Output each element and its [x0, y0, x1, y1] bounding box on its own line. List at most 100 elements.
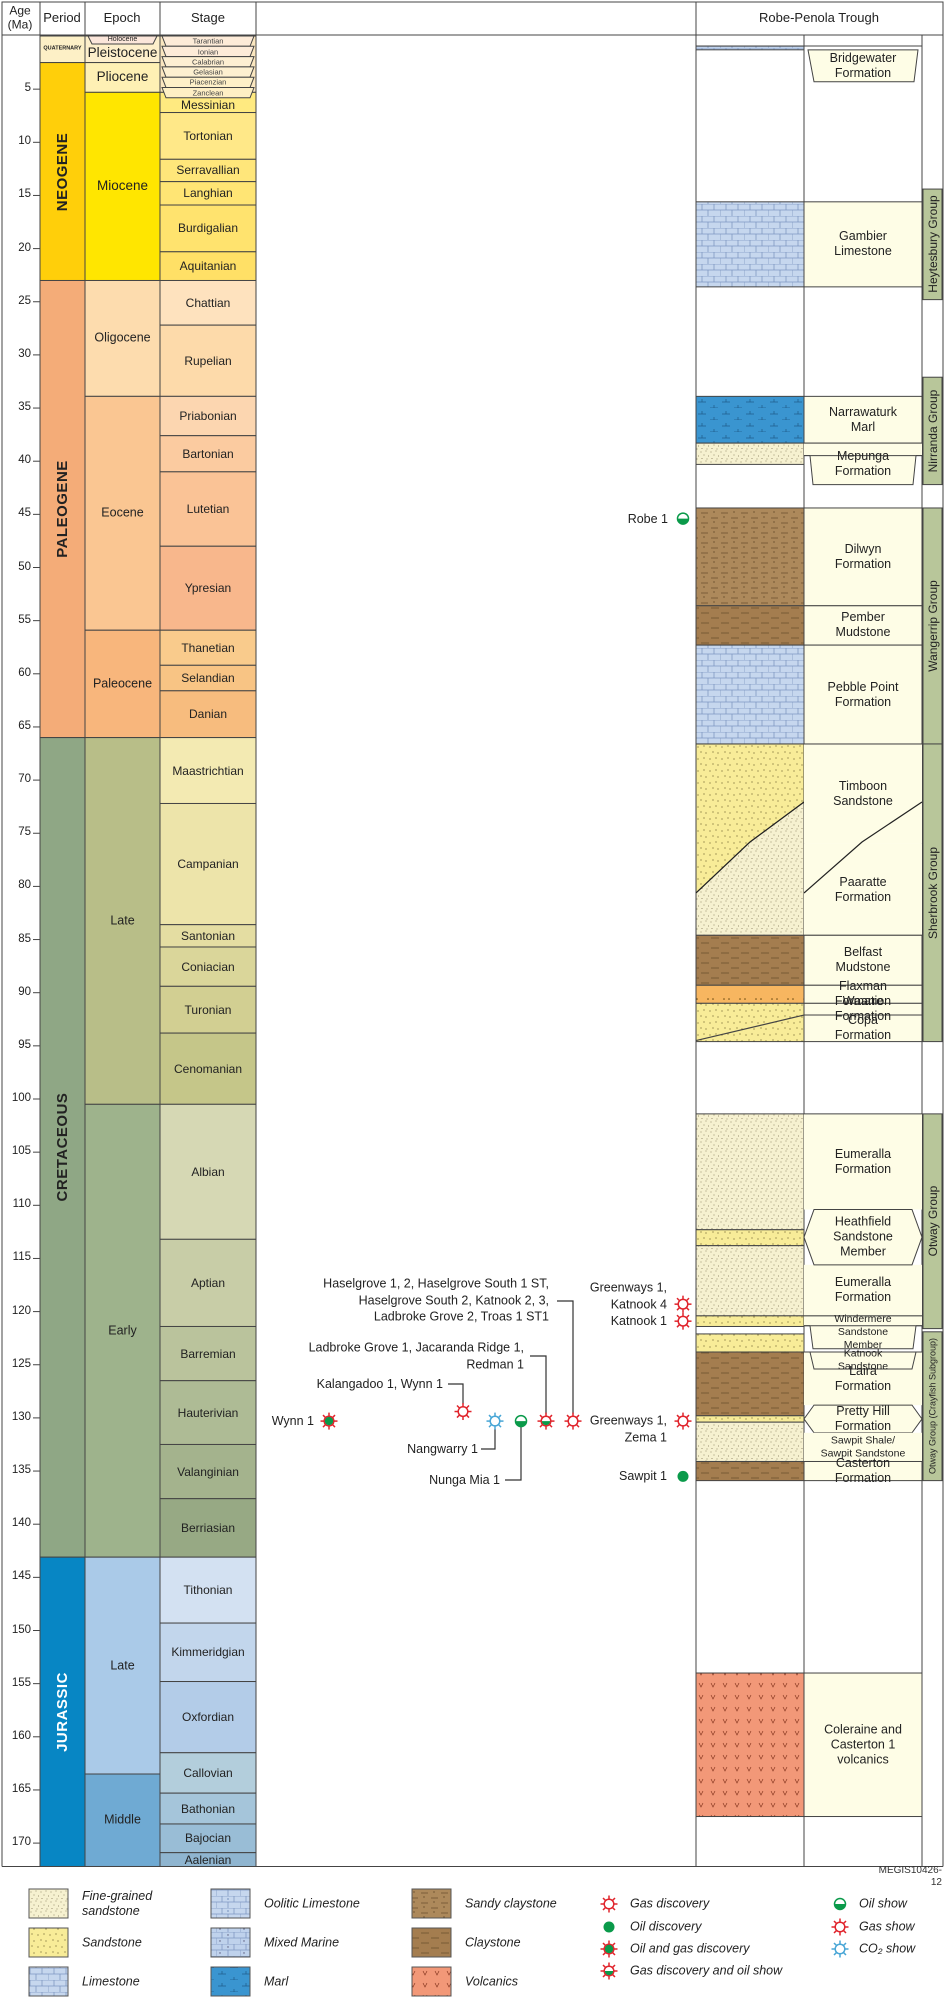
well-oil-show-icon: [514, 1414, 528, 1428]
group-label: Otway Group (Crayfish Subgroup): [927, 1338, 938, 1475]
lithology-volc: [695, 1672, 805, 1818]
lithology-clay: [695, 934, 805, 986]
stage-label: Campanian: [177, 856, 239, 871]
well-label: Greenways 1, Katnook 4: [589, 1280, 667, 1312]
group-box: [922, 1113, 943, 1330]
stage-label: Langhian: [183, 186, 233, 201]
well-label: Robe 1: [627, 511, 668, 526]
formation-label: Copa Formation: [834, 1013, 892, 1043]
age-tick-label: 115: [12, 1251, 31, 1264]
epoch-label: Oligocene: [94, 330, 151, 345]
age-tick-label: 50: [18, 560, 31, 573]
stage-label: Aquitanian: [179, 258, 237, 273]
stage-label: Hauterivian: [177, 1405, 239, 1420]
stage-box: [159, 1032, 257, 1105]
lithology-limestone: [695, 644, 805, 745]
formation-box: [804, 743, 922, 844]
epoch-label: Early: [108, 1323, 137, 1338]
formation-label: Flaxman Formation: [834, 979, 892, 1009]
period-paleogene: [39, 279, 86, 739]
epoch-box: [84, 91, 161, 281]
stage-label: Lutetian: [186, 501, 230, 516]
well-label: Nunga Mia 1: [429, 1472, 500, 1487]
stage-box: [159, 1752, 257, 1794]
stage-label: Priabonian: [179, 408, 237, 423]
age-tick-label: 120: [11, 1304, 31, 1317]
epoch-holocene: [87, 35, 158, 45]
formation-lens: [807, 49, 919, 83]
stage-box: [159, 279, 257, 326]
lithology-sand: [695, 1415, 805, 1423]
legend-label: Sandstone: [82, 1935, 142, 1949]
legend-gas-show-icon: [831, 1918, 849, 1936]
well-leader-line: [557, 1300, 574, 1414]
age-tick-label: 95: [18, 1038, 31, 1051]
stage-label: Valanginian: [177, 1464, 239, 1479]
age-tick-label: 60: [18, 666, 31, 679]
stage-label: Gelasian: [193, 67, 223, 77]
legend-label: CO₂ show: [859, 1941, 916, 1956]
legend-label: Mixed Marine: [264, 1935, 340, 1949]
formation-label: Pretty Hill Formation: [834, 1403, 892, 1433]
epoch-label: Pleistocene: [87, 45, 158, 61]
stage-label: Calabrian: [191, 57, 225, 67]
stage-label: Oxfordian: [181, 1709, 235, 1724]
stage-label: Albian: [191, 1164, 225, 1179]
lithology-limestone: [695, 201, 805, 288]
age-tick-label: 105: [11, 1145, 31, 1158]
epoch-box: [84, 395, 161, 631]
legend-label: Gas discovery: [630, 1896, 710, 1911]
legend-label: Limestone: [82, 1974, 140, 1988]
formation-lens: [809, 1351, 917, 1370]
stage-label: Tortonian: [183, 128, 233, 143]
stage-label: Tarantian: [192, 36, 224, 46]
stage-mini-box: [161, 87, 255, 99]
stage-box: [159, 545, 257, 631]
formation-label: Pember Mudstone: [835, 610, 891, 640]
stage-box: [159, 1443, 257, 1500]
stage-label: Cenomanian: [173, 1061, 243, 1076]
epoch-label: Miocene: [96, 178, 149, 194]
well-leader-line: [505, 1427, 522, 1481]
legend-swatch-volc: [411, 1966, 452, 1997]
age-tick-label: 10: [18, 135, 31, 148]
age-tick-label: 140: [11, 1517, 31, 1530]
stage-box: [159, 1103, 257, 1240]
legend-swatch-marl: [210, 1966, 251, 1997]
lithology-flaxman: [695, 984, 805, 1004]
epoch-box: [84, 1103, 161, 1558]
stage-box: [159, 324, 257, 397]
legend-label: Oolitic Limestone: [264, 1896, 360, 1910]
stage-label: Kimmeridgian: [171, 1645, 245, 1660]
formation-box: [803, 1672, 923, 1818]
formation-box: [804, 1113, 922, 1210]
well-label: Greenways 1, Zema 1: [589, 1413, 667, 1445]
period-neogene: [39, 62, 86, 281]
formation-box: [804, 1432, 922, 1462]
stage-label: Ypresian: [184, 581, 232, 596]
stage-box: [159, 737, 257, 804]
formation-box: [803, 507, 923, 607]
group-label: Otway Group: [925, 1185, 940, 1257]
epoch-label: Eocene: [101, 505, 144, 520]
stage-box: [159, 251, 257, 281]
age-tick-label: 40: [18, 454, 31, 467]
legend-oil-gas-discovery-icon: [600, 1940, 618, 1958]
age-tick-label: 65: [18, 720, 31, 733]
figure-id: MEGIS10426-12: [878, 1865, 942, 1888]
legend-swatch-mixed: [210, 1927, 251, 1958]
formation-lens: [803, 1209, 923, 1266]
formation-label: Katnook Sandstone: [837, 1347, 889, 1373]
stage-box: [159, 1498, 257, 1558]
epoch-label: Late: [110, 1658, 135, 1673]
age-tick-label: 130: [11, 1410, 31, 1423]
formation-box: [803, 1014, 923, 1043]
diachronous-contact: [695, 801, 805, 894]
age-tick-label: 145: [11, 1570, 31, 1583]
period-cretaceous: [39, 737, 86, 1558]
lithology-fine: [695, 1245, 805, 1317]
stage-box: [159, 1238, 257, 1327]
stage-label: Santonian: [180, 928, 236, 943]
formation-box: [804, 1264, 922, 1316]
